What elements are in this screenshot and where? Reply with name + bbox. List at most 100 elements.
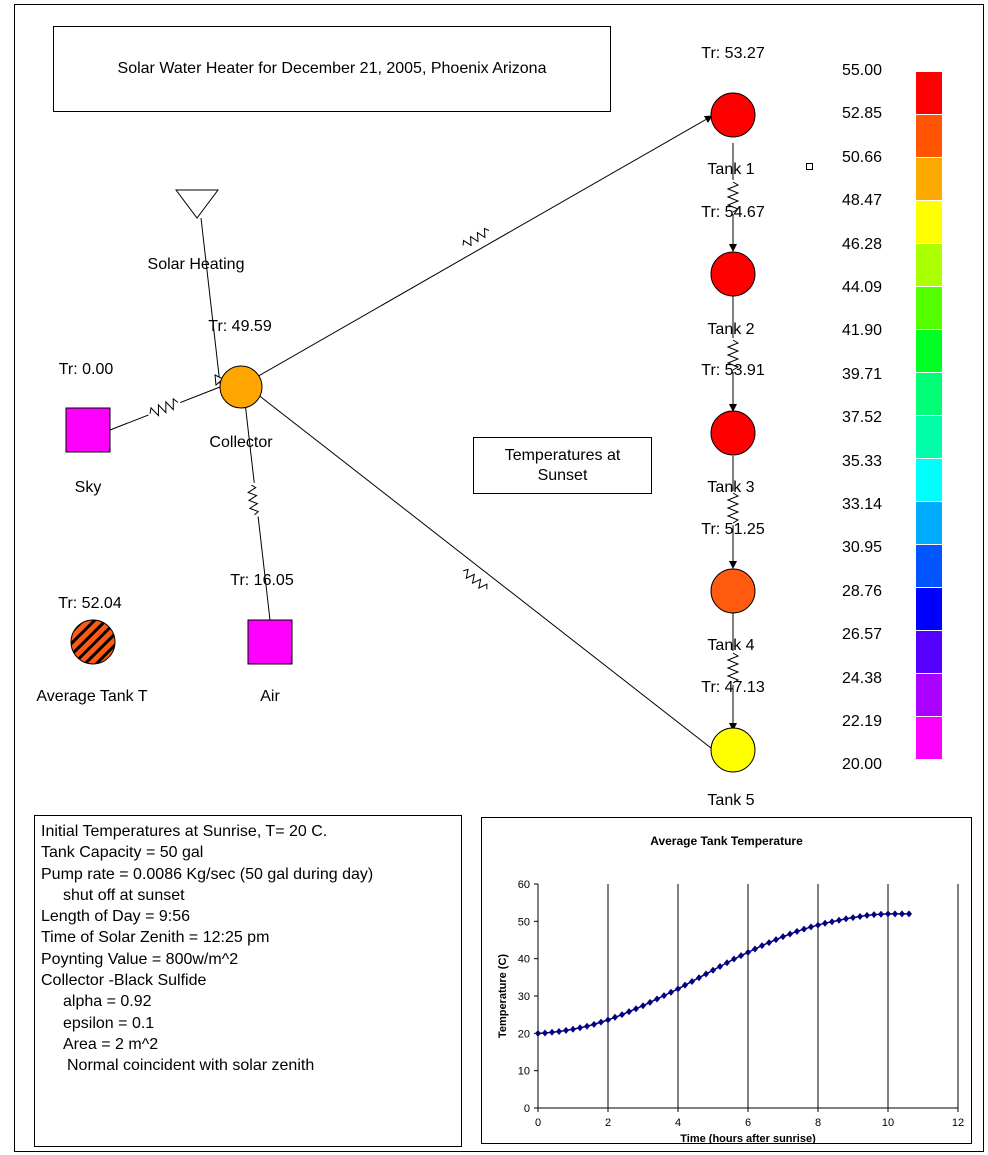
data-point — [703, 970, 709, 978]
data-point — [773, 936, 779, 944]
average-tank-node — [70, 619, 116, 665]
data-point — [808, 923, 814, 931]
data-point — [591, 1020, 597, 1028]
page-frame — [14, 4, 984, 1152]
parameters-box: Initial Temperatures at Sunrise, T= 20 C… — [34, 815, 462, 1147]
data-point — [878, 910, 884, 918]
data-point — [619, 1011, 625, 1019]
data-point — [556, 1027, 562, 1035]
chart-title: Average Tank Temperature — [650, 834, 803, 848]
legend-swatch — [916, 158, 942, 201]
data-point — [710, 966, 716, 974]
data-point — [801, 925, 807, 933]
legend-swatch — [916, 287, 942, 330]
data-point — [780, 933, 786, 941]
average-tank-label: Average Tank T — [36, 688, 148, 705]
data-point — [731, 955, 737, 963]
x-tick-label: 8 — [815, 1117, 821, 1129]
data-point — [633, 1005, 639, 1013]
data-point — [605, 1016, 611, 1024]
legend-tick-label: 30.95 — [842, 539, 883, 557]
resistor-tank1-tank2 — [726, 180, 740, 214]
legend-tick-label: 26.57 — [842, 626, 883, 644]
data-point — [661, 992, 667, 1000]
sunset-note-box: Temperatures at Sunset — [473, 437, 652, 494]
resistor-tank3-tank4 — [726, 491, 740, 525]
legend-tick-label: 20.00 — [842, 756, 883, 774]
collector-label: Collector — [209, 434, 273, 451]
info-line: Normal coincident with solar zenith — [67, 1057, 315, 1075]
y-tick-label: 60 — [518, 879, 530, 891]
data-point — [885, 910, 891, 918]
data-point — [542, 1029, 548, 1037]
tank1-node — [710, 92, 756, 138]
info-line: Pump rate = 0.0086 Kg/sec (50 gal during… — [41, 865, 374, 883]
data-point — [724, 959, 730, 967]
legend-tick-label: 48.47 — [842, 192, 883, 210]
data-point — [682, 981, 688, 989]
y-tick-label: 20 — [518, 1028, 530, 1040]
link-collector-tank1 — [240, 115, 713, 387]
data-point — [584, 1022, 590, 1030]
info-line: Area = 2 m^2 — [63, 1035, 159, 1053]
legend-swatch — [916, 373, 942, 416]
data-point — [689, 977, 695, 985]
legend-swatch — [916, 244, 942, 287]
sky-node — [65, 407, 111, 453]
x-tick-label: 4 — [675, 1117, 681, 1129]
data-point — [612, 1013, 618, 1021]
y-tick-label: 50 — [518, 916, 530, 928]
data-point — [864, 911, 870, 919]
data-point — [668, 988, 674, 996]
data-point — [815, 921, 821, 929]
legend-swatch — [916, 72, 942, 115]
legend-tick-label: 52.85 — [842, 105, 883, 123]
legend-swatch — [916, 459, 942, 502]
small-square-marker — [806, 163, 813, 170]
tank5-label: Tank 5 — [707, 792, 755, 809]
resistor-symbols — [146, 180, 740, 685]
tank2-node — [710, 251, 756, 297]
data-point — [570, 1025, 576, 1033]
resistor-sky-collector — [146, 396, 182, 420]
legend-swatch — [916, 416, 942, 459]
resistor-air-collector — [247, 482, 260, 518]
diagram-title-box: Solar Water Heater for December 21, 2005… — [53, 26, 611, 112]
legend-tick-label: 55.00 — [842, 62, 883, 79]
data-point — [640, 1002, 646, 1010]
info-line: alpha = 0.92 — [63, 993, 152, 1011]
data-point — [598, 1018, 604, 1026]
tank3-label: Tank 3 — [707, 479, 755, 496]
info-line: epsilon = 0.1 — [63, 1014, 155, 1032]
tank3-temperature: Tr: 53.91 — [701, 362, 765, 379]
legend-tick-label: 46.28 — [842, 235, 883, 253]
data-point — [647, 998, 653, 1006]
x-axis-label: Time (hours after sunrise) — [680, 1133, 816, 1143]
legend-swatch — [916, 115, 942, 158]
tank4-node — [710, 568, 756, 614]
x-tick-label: 6 — [745, 1117, 751, 1129]
data-point — [843, 915, 849, 923]
tank5-temperature: Tr: 47.13 — [701, 679, 765, 696]
air-node — [247, 619, 293, 665]
legend-swatch — [916, 330, 942, 373]
legend-tick-label: 24.38 — [842, 669, 883, 687]
data-point — [787, 930, 793, 938]
series-line — [537, 913, 909, 1035]
data-point — [696, 974, 702, 982]
legend-tick-label: 22.19 — [842, 713, 883, 730]
legend-tick-label: 37.52 — [842, 409, 883, 427]
tank3-node — [710, 410, 756, 456]
sky-temperature: Tr: 0.00 — [58, 361, 114, 378]
y-tick-label: 40 — [518, 954, 530, 966]
legend-tick-label: 39.71 — [842, 365, 883, 383]
sunset-note: Temperatures at Sunset — [504, 446, 621, 484]
info-line: Collector -Black Sulfide — [41, 972, 207, 990]
legend-swatch — [916, 502, 942, 545]
tank5-node — [710, 727, 756, 773]
data-point — [850, 914, 856, 922]
resistor-tank2-tank3 — [726, 338, 740, 372]
x-tick-label: 2 — [605, 1117, 611, 1129]
